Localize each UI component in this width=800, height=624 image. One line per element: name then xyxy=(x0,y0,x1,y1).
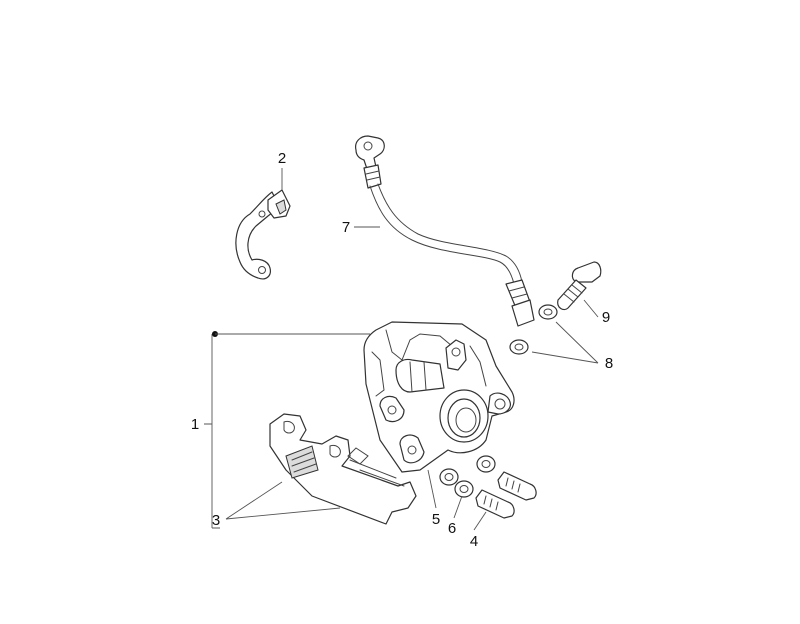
sealing-washers-part[interactable] xyxy=(509,304,558,355)
banjo-bolt-part[interactable] xyxy=(557,261,602,311)
callout-4: 4 xyxy=(470,533,478,550)
callout-7: 7 xyxy=(342,219,350,236)
washer-upper[interactable] xyxy=(476,455,496,473)
callout-5: 5 xyxy=(432,511,440,528)
washer-part-5[interactable] xyxy=(439,468,459,486)
callout-9: 9 xyxy=(602,309,610,326)
leader-lines xyxy=(204,168,599,531)
brake-hose-part[interactable] xyxy=(355,135,535,327)
callout-2: 2 xyxy=(278,150,286,167)
hose-bracket-part[interactable] xyxy=(235,189,291,280)
brake-caliper-body[interactable] xyxy=(363,321,515,473)
callout-6: 6 xyxy=(448,520,456,537)
callout-3: 3 xyxy=(212,512,220,529)
mounting-bolts-part[interactable] xyxy=(475,471,537,519)
callout-1: 1 xyxy=(191,416,199,433)
brake-pads-part[interactable] xyxy=(269,413,417,525)
washer-part-6[interactable] xyxy=(454,480,474,498)
callout-8: 8 xyxy=(605,355,613,372)
